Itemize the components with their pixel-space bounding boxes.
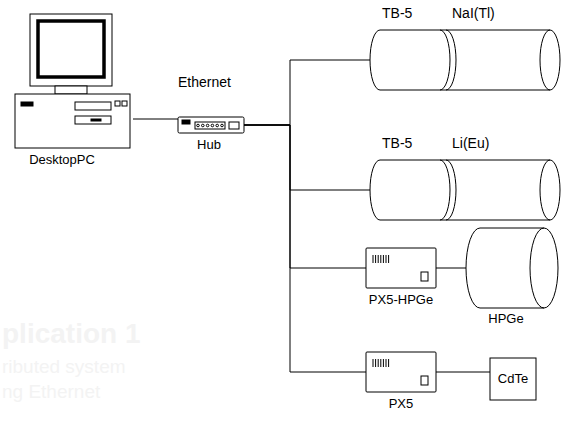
watermark-text: ng Ethernet xyxy=(2,381,100,403)
port-strip xyxy=(195,122,225,129)
processor-label: PX5-HPGe xyxy=(369,293,433,308)
cdte-detector: CdTe xyxy=(490,358,536,400)
cylinder-body xyxy=(466,228,558,308)
vent-slot xyxy=(386,255,387,263)
indicator xyxy=(115,101,120,106)
ethernet-cable xyxy=(133,119,178,120)
node-shape xyxy=(370,30,560,90)
ethernet-cable xyxy=(244,125,370,190)
hub-label: Hub xyxy=(197,138,221,153)
scintillator-detector: TB-5NaI(Tl) xyxy=(370,30,560,90)
port-dot xyxy=(197,124,200,127)
cylinder-end xyxy=(540,30,550,90)
hpge-detector: HPGe xyxy=(466,228,558,308)
ethernet-cable xyxy=(436,268,466,269)
port-dot xyxy=(202,124,205,127)
vent-slot xyxy=(380,359,381,367)
drive-bay xyxy=(75,102,111,110)
ethernet-cable xyxy=(244,125,366,372)
connector-port xyxy=(421,272,428,281)
ethernet-hub: Hub xyxy=(178,117,244,133)
section-joint xyxy=(440,30,450,90)
port-dot xyxy=(206,124,209,127)
vent-slot xyxy=(375,359,376,367)
section-joint xyxy=(446,160,456,220)
hub-body xyxy=(178,117,244,133)
vent-slot xyxy=(373,359,374,367)
vent-slot xyxy=(378,255,379,263)
monitor-outline xyxy=(30,14,112,86)
section-joint xyxy=(440,160,450,220)
pulse-processor: PX5 xyxy=(366,352,436,392)
detector-label: CdTe xyxy=(498,372,528,387)
desktop-pc: DesktopPC xyxy=(15,10,133,150)
processor-label: PX5 xyxy=(389,397,414,412)
vent-slot xyxy=(380,255,381,263)
power-button xyxy=(21,102,33,106)
monitor-stand xyxy=(55,86,87,94)
indicator xyxy=(122,101,127,106)
pc-label: DesktopPC xyxy=(29,153,95,168)
ethernet-cable xyxy=(244,60,370,125)
pulse-processor: PX5-HPGe xyxy=(366,248,436,288)
port-dot xyxy=(221,124,224,127)
uplink-port xyxy=(229,122,239,129)
vent-slot xyxy=(383,255,384,263)
drive-bay xyxy=(75,116,111,124)
watermark-text: ributed system xyxy=(2,356,126,378)
cylinder-body xyxy=(370,30,560,90)
vent-slot xyxy=(373,255,374,263)
vent-slot xyxy=(383,359,384,367)
drive-slot xyxy=(91,119,101,121)
detector-label: HPGe xyxy=(488,312,523,327)
vent-slot xyxy=(386,359,387,367)
detector-label: NaI(Tl) xyxy=(452,5,495,21)
board-label: TB-5 xyxy=(382,135,412,151)
detector-body xyxy=(490,358,536,400)
network-label: Ethernet xyxy=(178,74,231,90)
port-dot xyxy=(216,124,219,127)
section-joint xyxy=(446,30,456,90)
monitor-screen xyxy=(38,21,104,77)
node-shape xyxy=(370,160,560,220)
board-label: TB-5 xyxy=(382,5,412,21)
ethernet-cable xyxy=(436,372,490,373)
processor-body xyxy=(366,248,436,288)
vent-slot xyxy=(388,359,389,367)
scintillator-detector: TB-5Li(Eu) xyxy=(370,160,560,220)
node-shape xyxy=(178,117,244,133)
vent-slot xyxy=(375,255,376,263)
vent-slot xyxy=(378,359,379,367)
ethernet-cable xyxy=(244,125,366,268)
connector-port xyxy=(421,376,428,385)
detector-label: Li(Eu) xyxy=(452,135,489,151)
vent-slot xyxy=(388,255,389,263)
port-dot xyxy=(211,124,214,127)
node-shape xyxy=(15,10,133,150)
cylinder-end xyxy=(540,160,550,220)
pc-case xyxy=(15,94,130,148)
node-shape xyxy=(466,228,558,308)
node-shape xyxy=(366,352,436,392)
cylinder-end xyxy=(530,228,544,308)
hub-led xyxy=(182,120,190,124)
node-shape xyxy=(366,248,436,288)
watermark-text: plication 1 xyxy=(2,318,140,350)
cylinder-body xyxy=(370,160,560,220)
processor-body xyxy=(366,352,436,392)
